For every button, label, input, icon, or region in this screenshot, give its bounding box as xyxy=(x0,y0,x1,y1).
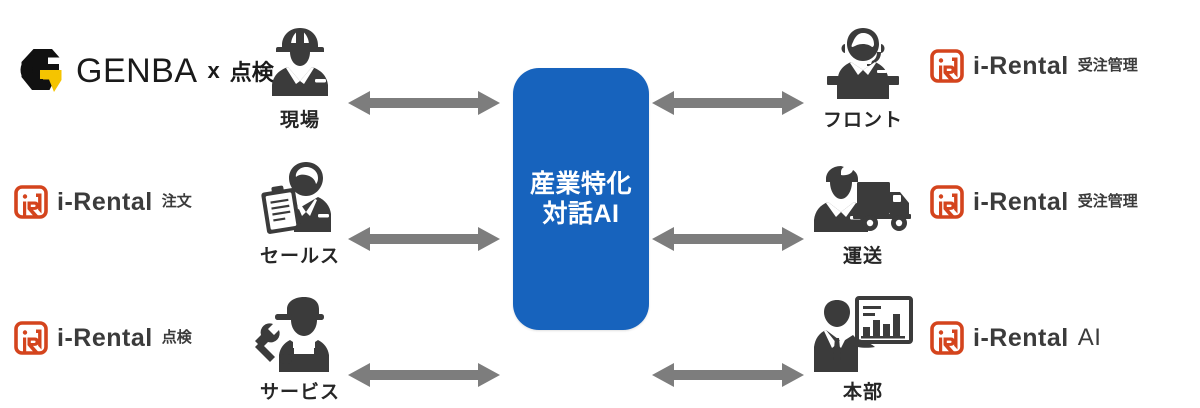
i-rental-suffix-label: 受注管理 xyxy=(1077,192,1138,210)
bidirectional-arrow-sales-hub xyxy=(348,224,500,254)
persona-sales: セールス xyxy=(245,160,355,268)
bidirectional-arrow-hub-front xyxy=(652,88,804,118)
delivery-driver-truck-icon xyxy=(808,160,918,238)
persona-front-desk: フロント xyxy=(808,24,918,132)
headquarters-presenter-chart-icon xyxy=(808,296,918,374)
construction-worker-icon xyxy=(245,24,355,102)
i-rental-suffix-label: 受注管理 xyxy=(1077,56,1138,74)
bidirectional-arrow-hub-transport xyxy=(652,224,804,254)
i-rental-mark-icon xyxy=(14,185,48,219)
bidirectional-arrow-genba-hub xyxy=(348,88,500,118)
diagram-row-genba-front: GENBA x 点検 現場 xyxy=(0,0,1200,136)
diagram-row-inspection-hq: i-Rental 点検 xyxy=(0,272,1200,408)
genba-hex-logo-icon xyxy=(16,46,66,96)
product-i-rental-inspection: i-Rental 点検 xyxy=(14,306,264,370)
i-rental-mark-icon xyxy=(930,49,964,83)
i-rental-wordmark: i-Rental xyxy=(973,187,1069,216)
i-rental-suffix-label: AI xyxy=(1077,324,1102,351)
service-mechanic-wrench-icon xyxy=(245,296,355,374)
product-i-rental-order-management-1: i-Rental 受注管理 xyxy=(930,34,1192,98)
persona-headquarters: 本部 xyxy=(808,296,918,404)
i-rental-mark-icon xyxy=(930,185,964,219)
persona-service: サービス xyxy=(245,296,355,404)
genba-x-separator: x xyxy=(207,58,220,83)
product-i-rental-order: i-Rental 注文 xyxy=(14,170,264,234)
persona-transport: 運送 xyxy=(808,160,918,268)
persona-label: 現場 xyxy=(279,110,320,131)
persona-label: 運送 xyxy=(842,246,883,267)
diagram-row-order-transport: i-Rental 注文 xyxy=(0,136,1200,272)
i-rental-mark-icon xyxy=(930,321,964,355)
central-hub-label: 産業特化 対話AI xyxy=(530,169,632,230)
persona-label: フロント xyxy=(822,110,903,131)
reception-staff-icon xyxy=(808,24,918,102)
genba-suffix-label: 点検 xyxy=(229,60,274,85)
central-hub: 産業特化 対話AI xyxy=(513,68,649,330)
i-rental-wordmark: i-Rental xyxy=(973,323,1069,352)
persona-label: セールス xyxy=(259,246,340,267)
central-hub-line-2: 対話AI xyxy=(542,200,620,228)
i-rental-wordmark: i-Rental xyxy=(57,187,153,216)
product-i-rental-order-management-2: i-Rental 受注管理 xyxy=(930,170,1192,234)
central-hub-line-1: 産業特化 xyxy=(529,169,632,198)
i-rental-mark-icon xyxy=(14,321,48,355)
persona-genba-worker: 現場 xyxy=(245,24,355,132)
sales-person-clipboard-icon xyxy=(245,160,355,238)
genba-wordmark: GENBA xyxy=(76,52,198,90)
i-rental-wordmark: i-Rental xyxy=(973,51,1069,80)
persona-label: サービス xyxy=(259,382,340,403)
i-rental-suffix-label: 点検 xyxy=(161,328,192,346)
i-rental-suffix-label: 注文 xyxy=(161,192,192,210)
persona-label: 本部 xyxy=(842,382,883,403)
bidirectional-arrow-hub-hq xyxy=(652,360,804,390)
product-i-rental-ai: i-Rental AI xyxy=(930,306,1192,370)
bidirectional-arrow-service-hub xyxy=(348,360,500,390)
i-rental-wordmark: i-Rental xyxy=(57,323,153,352)
genba-product-logo: GENBA x 点検 xyxy=(16,46,274,96)
